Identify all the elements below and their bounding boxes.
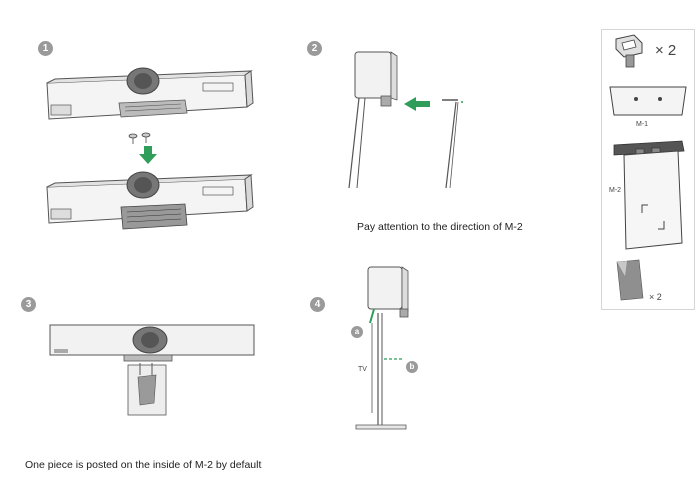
step4-label-b: b (406, 361, 418, 373)
step2-tv-with-bar (348, 51, 398, 189)
step1-down-arrow (139, 146, 157, 164)
step1-screws (128, 132, 151, 144)
m1-label: M-1 (636, 121, 649, 128)
pads-qty: × 2 (649, 292, 662, 302)
step2-bracket-m2 (442, 99, 463, 189)
step4-label-tv: TV (358, 366, 367, 373)
step4-label-a: a (351, 326, 363, 338)
step-2-badge: 2 (307, 41, 322, 56)
step-4-badge: 4 (310, 297, 325, 312)
m1-bracket (609, 86, 687, 116)
m2-label: M-2 (609, 187, 622, 194)
adhesive-pad-icon (616, 259, 644, 301)
screw-icon (615, 34, 643, 68)
step-3-badge: 3 (21, 297, 36, 312)
m2-bracket (613, 140, 685, 250)
step-1-badge: 1 (38, 41, 53, 56)
step1-videobar-bottom (46, 171, 254, 230)
step4-tv-side-view (355, 266, 409, 430)
step2-left-arrow (404, 97, 430, 111)
screws-qty: × 2 (655, 42, 677, 59)
step1-videobar-top (46, 67, 254, 120)
step2-caption: Pay attention to the direction of M-2 (357, 221, 523, 233)
step3-caption: One piece is posted on the inside of M-2… (25, 459, 262, 471)
step3-videobar-front (49, 324, 255, 416)
